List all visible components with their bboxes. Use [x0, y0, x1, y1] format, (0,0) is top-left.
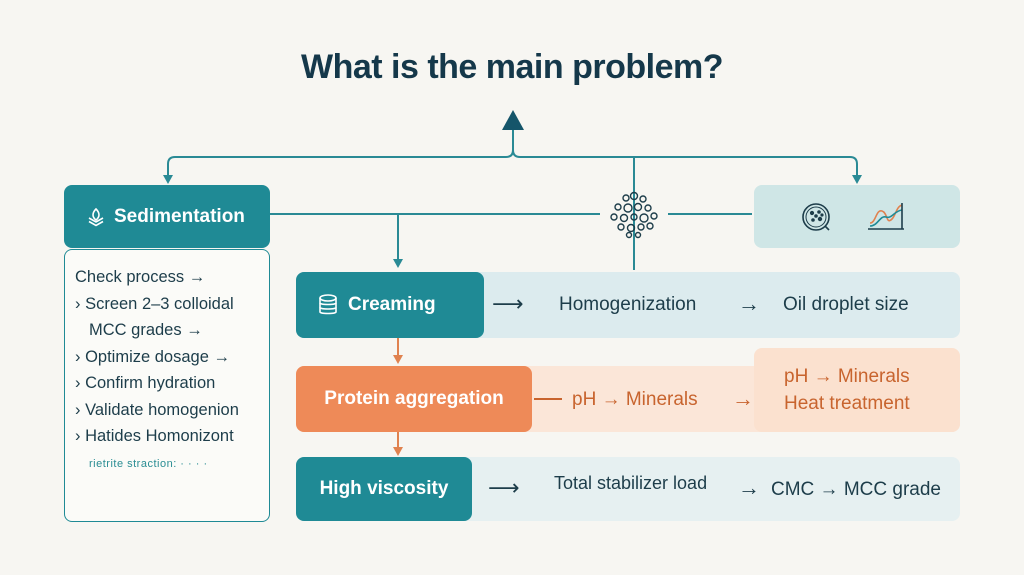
analysis-panel: [754, 185, 960, 248]
page-title: What is the main problem?: [301, 48, 723, 86]
checklist-line: › Hatides Homonizont: [75, 427, 234, 445]
arrow-right-icon: →: [732, 386, 754, 411]
creaming-label: Creaming: [348, 294, 436, 315]
protein-label: Protein aggregation: [324, 388, 504, 409]
creaming-step-droplet-size: Oil droplet size: [783, 294, 909, 315]
viscosity-label: High viscosity: [319, 478, 449, 499]
arrow-right-icon: →: [738, 475, 760, 500]
petri-dish-icon: [800, 201, 832, 238]
viscosity-step-stabilizer: Total stabilizer load: [554, 473, 708, 493]
viscosity-step-cmc-mcc: CMC → MCC grade: [771, 479, 941, 500]
checklist-line: › Validate homogenion: [75, 400, 239, 419]
creaming-step-homogenization: Homogenization: [559, 294, 697, 315]
sedimentation-checklist: Check process → › Screen 2–3 colloidal M…: [64, 249, 270, 522]
checklist-line: › Screen 2–3 colloidal: [75, 294, 234, 313]
checklist-line: MCC grades →: [89, 321, 203, 339]
arrow-right-icon: ⟶: [488, 475, 520, 500]
checklist-line: › Optimize dosage →: [75, 347, 230, 366]
database-stack-icon: [318, 294, 338, 316]
protein-step-ph-minerals: pH → Minerals: [572, 389, 698, 410]
protein-result-heat-treatment: Heat treatment: [784, 393, 910, 414]
sedimentation-box[interactable]: Sedimentation: [64, 185, 270, 248]
rheology-chart-icon: [866, 201, 906, 236]
checklist-line: Check process →: [75, 268, 206, 286]
arrow-right-icon: →: [738, 291, 760, 316]
protein-aggregation-box[interactable]: Protein aggregation: [296, 366, 532, 432]
checklist-footer: rietrite straction: · · · ·: [89, 457, 208, 470]
creaming-box[interactable]: Creaming: [296, 272, 484, 338]
protein-result-ph-minerals: pH → Minerals: [784, 366, 910, 387]
particles-cluster-icon: [604, 190, 664, 240]
layers-leaf-icon: [86, 207, 106, 227]
checklist-line: › Confirm hydration: [75, 374, 216, 392]
high-viscosity-box[interactable]: High viscosity: [296, 457, 472, 521]
connector-dash: [534, 398, 562, 400]
sedimentation-label: Sedimentation: [114, 205, 245, 227]
protein-result-panel: [754, 348, 960, 432]
arrow-right-icon: ⟶: [492, 291, 524, 316]
